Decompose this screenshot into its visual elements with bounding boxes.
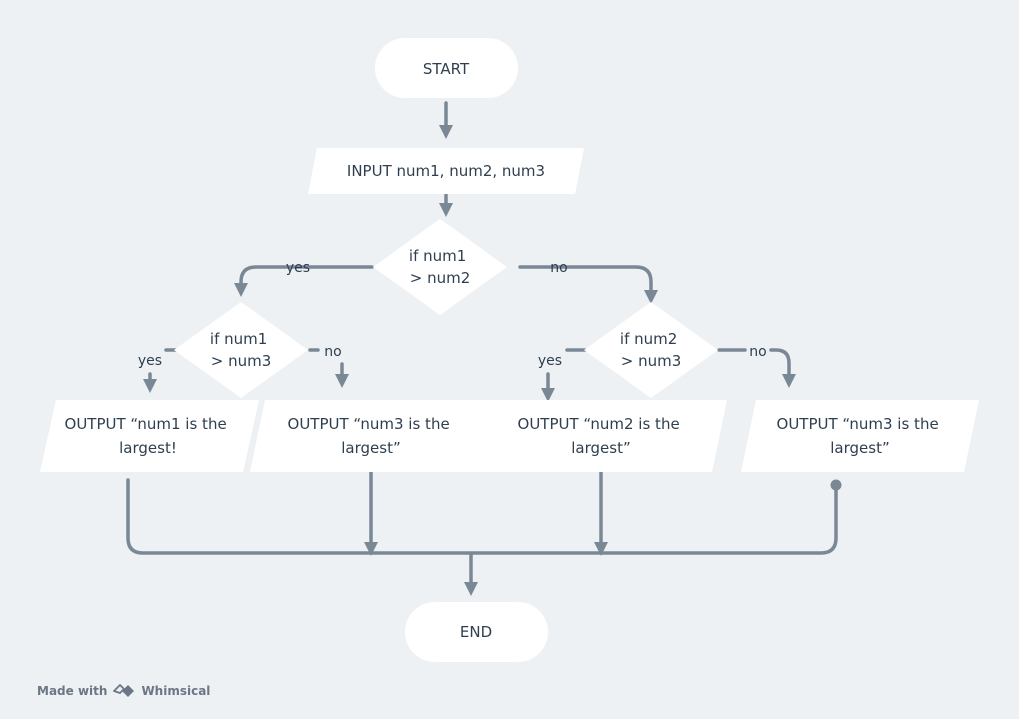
output-node-2[interactable]: OUTPUT “num3 is the largest”: [250, 400, 492, 472]
decision1-diamond: [373, 219, 507, 315]
edge-labels: yes no yes no yes no: [138, 260, 767, 369]
connector-decision1-yes: [234, 265, 374, 297]
decision1-label: if num1 > num2: [409, 247, 471, 287]
end-terminator: [405, 602, 548, 662]
connector-decision3-no-curve: [769, 348, 796, 388]
output2-label: OUTPUT “num3 is the largest”: [288, 415, 455, 457]
decision3-node[interactable]: if num2 > num3: [584, 302, 718, 398]
output-node-1[interactable]: OUTPUT “num1 is the largest!: [40, 400, 259, 472]
edge-label-d1-yes: yes: [286, 260, 310, 276]
output1-label: OUTPUT “num1 is the largest!: [65, 415, 232, 457]
decision2-label: if num1 > num3: [210, 330, 272, 370]
end-node[interactable]: END: [405, 602, 548, 662]
input-parallelogram: [308, 148, 584, 194]
connector-outputs-merge: [126, 478, 838, 555]
output4-parallelogram: [741, 400, 979, 472]
start-terminator: [375, 38, 518, 98]
edge-label-d1-no: no: [550, 260, 567, 276]
edge-label-d3-no: no: [749, 344, 766, 360]
start-label: START: [423, 60, 470, 78]
output-node-3[interactable]: OUTPUT “num2 is the largest”: [475, 400, 727, 472]
output3-label: OUTPUT “num2 is the largest”: [518, 415, 685, 457]
start-node[interactable]: START: [375, 38, 518, 98]
edge-label-d2-no: no: [324, 344, 341, 360]
decision1-node[interactable]: if num1 > num2: [373, 219, 507, 315]
connector-origin-dot: [830, 479, 842, 491]
badge-brand: Whimsical: [141, 684, 211, 698]
output1-parallelogram: [40, 400, 259, 472]
input-label: INPUT num1, num2, num3: [347, 162, 545, 180]
output-node-4[interactable]: OUTPUT “num3 is the largest”: [741, 400, 979, 472]
made-with-badge[interactable]: Made with Whimsical: [37, 682, 210, 700]
connectors: [126, 101, 842, 596]
whimsical-logo-icon: [112, 683, 136, 699]
input-node[interactable]: INPUT num1, num2, num3: [308, 148, 584, 194]
decision2-node[interactable]: if num1 > num3: [174, 302, 308, 398]
decision3-diamond: [584, 302, 718, 398]
output3-parallelogram: [475, 400, 727, 472]
end-label: END: [460, 623, 492, 641]
connector-decision1-no: [518, 265, 658, 304]
decision3-label: if num2 > num3: [620, 330, 682, 370]
output2-parallelogram: [250, 400, 492, 472]
badge-prefix: Made with: [37, 684, 108, 698]
edge-label-d2-yes: yes: [138, 353, 162, 369]
output4-label: OUTPUT “num3 is the largest”: [777, 415, 944, 457]
decision2-diamond: [174, 302, 308, 398]
edge-label-d3-yes: yes: [538, 353, 562, 369]
